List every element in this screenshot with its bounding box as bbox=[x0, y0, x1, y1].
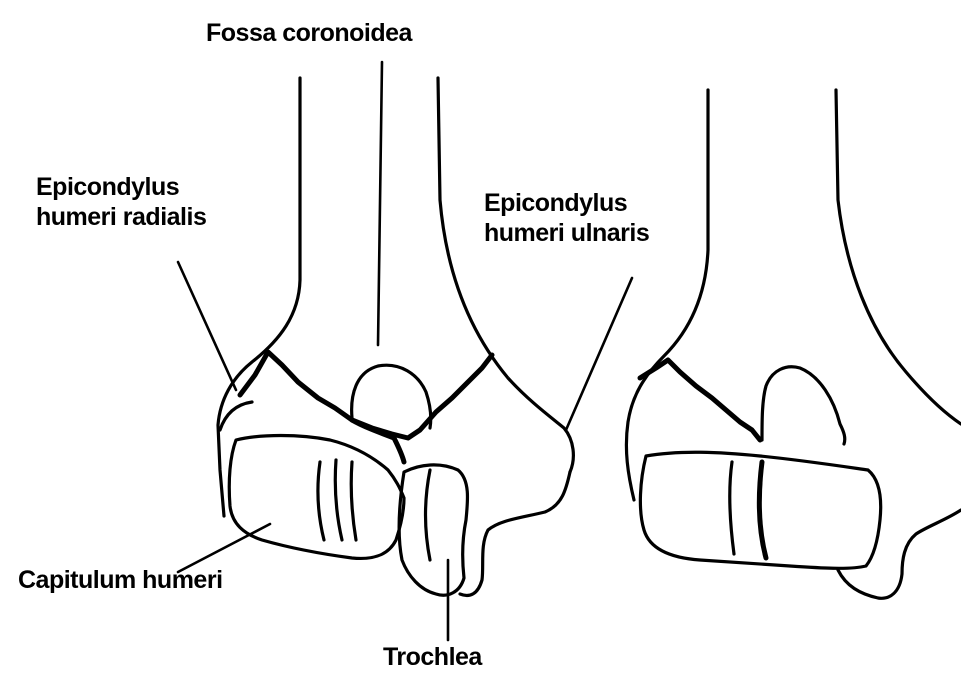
trochlea-inner-edge bbox=[426, 470, 431, 560]
label-epicondylus-radialis-line2: humeri radialis bbox=[36, 202, 206, 232]
leader-lines bbox=[178, 62, 632, 640]
right-fig-fossa-outline bbox=[762, 367, 845, 444]
left-humerus-distal-end bbox=[218, 78, 573, 595]
right-fig-epiphyseal-line bbox=[640, 360, 760, 440]
right-shaft-outline bbox=[438, 78, 573, 472]
label-capitulum-humeri: Capitulum humeri bbox=[18, 565, 223, 595]
label-epicondylus-ulnaris-line2: humeri ulnaris bbox=[484, 218, 649, 248]
left-shaft-outline bbox=[218, 78, 300, 516]
right-fig-left-shaft bbox=[626, 90, 708, 500]
capitulum-groove-1 bbox=[318, 462, 324, 540]
label-epicondylus-ulnaris-line1: Epicondylus bbox=[484, 188, 649, 218]
trochlea-outline bbox=[399, 465, 467, 595]
ulnar-epicondyle-outline bbox=[460, 472, 570, 595]
label-epicondylus-humeri-radialis: Epicondylus humeri radialis bbox=[36, 172, 206, 232]
leader-epicondylus-ulnaris bbox=[566, 278, 632, 430]
radial-epicondyle-outline bbox=[220, 402, 252, 430]
capitulum-groove-3 bbox=[351, 462, 356, 540]
label-trochlea: Trochlea bbox=[383, 642, 482, 672]
right-fig-right-shaft bbox=[836, 90, 961, 424]
right-fig-groove-1 bbox=[730, 462, 734, 554]
right-fig-groove-2 bbox=[759, 462, 766, 558]
right-fig-lower-outline bbox=[838, 510, 961, 598]
capitulum-groove-2 bbox=[335, 460, 342, 540]
label-epicondylus-humeri-ulnaris: Epicondylus humeri ulnaris bbox=[484, 188, 649, 248]
coronoid-fossa-outline bbox=[352, 365, 431, 428]
leader-fossa-coronoidea bbox=[378, 62, 382, 345]
epiphyseal-line-lower bbox=[352, 420, 404, 462]
label-epicondylus-radialis-line1: Epicondylus bbox=[36, 172, 206, 202]
label-fossa-coronoidea: Fossa coronoidea bbox=[206, 18, 412, 48]
right-humerus-distal-end bbox=[626, 90, 961, 598]
leader-epicondylus-radialis bbox=[178, 262, 236, 390]
